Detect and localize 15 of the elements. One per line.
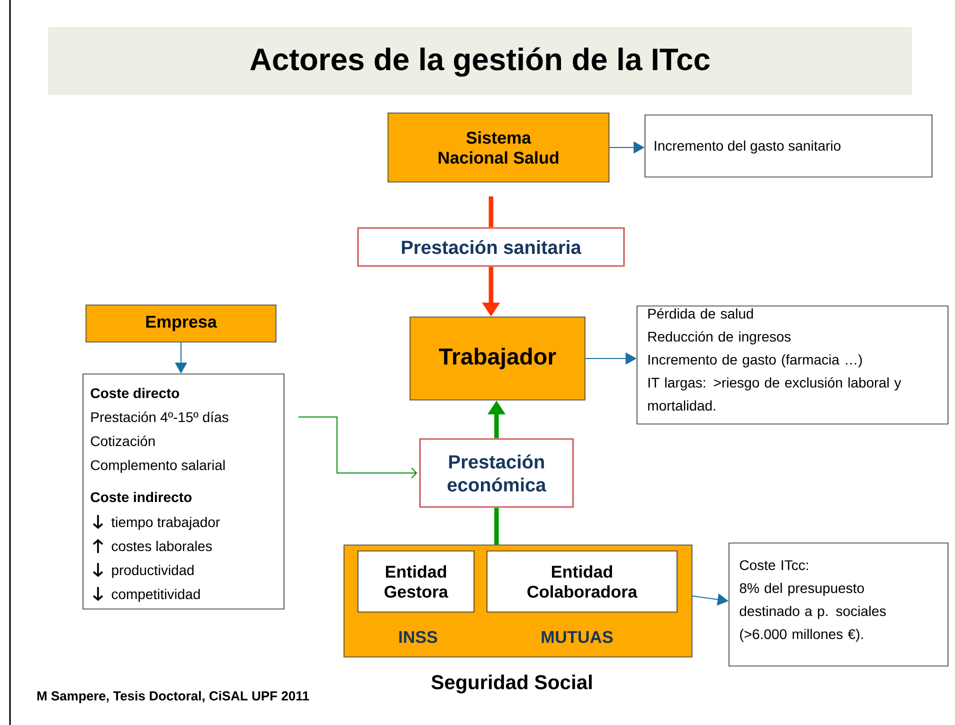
actor-box: Sistema Nacional Salud: [388, 112, 610, 182]
actor-box: Empresa: [86, 304, 276, 342]
text-box: Entidad Gestora: [358, 550, 474, 612]
text-box: Entidad Colaboradora: [486, 550, 678, 612]
node-label: Seguridad Social: [431, 674, 592, 694]
text-box: Incremento del gasto sanitario: [644, 114, 932, 178]
benefit-box: Prestación sanitaria: [357, 227, 625, 267]
text-box: Coste ITcc: 8% del presupuesto destinado a p. sociales (>6.000 millones €).: [728, 542, 948, 666]
text-box: Coste directo Prestación 4º-15º días Cotización Complemento salarial Coste indirecto tiempo trabajador costes laborales productividad competitividad: [82, 374, 284, 610]
benefit-box: Prestación económica: [419, 438, 574, 508]
text-box: Pérdida de salud Reducción de ingresos Incremento de gasto (farmacia …) IT largas: >riesgo de exclusión laboral y mortalidad.: [636, 306, 948, 424]
actor-box: Trabajador: [410, 316, 586, 400]
title-band: Actores de la gestión de la ITcc: [48, 27, 912, 95]
source-note: M Sampere, Tesis Doctoral, CiSAL UPF 2011: [37, 690, 310, 704]
arrow: [298, 416, 418, 478]
